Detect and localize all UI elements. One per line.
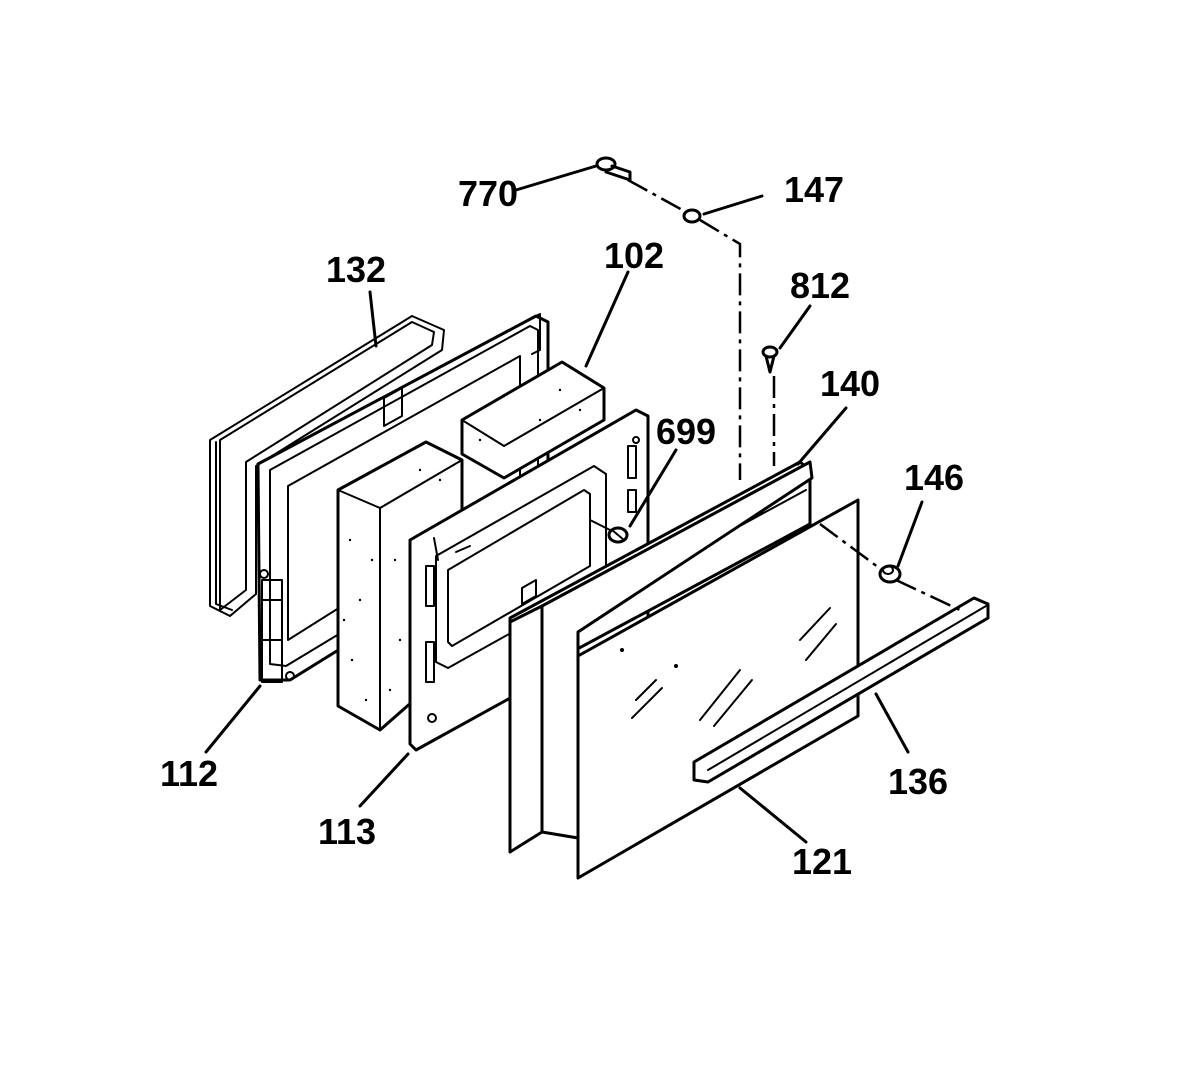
label-812: 812 xyxy=(790,265,850,306)
label-770: 770 xyxy=(458,173,518,214)
label-140: 140 xyxy=(820,363,880,404)
part-147-washer xyxy=(682,208,702,224)
label-132: 132 xyxy=(326,249,386,290)
label-699: 699 xyxy=(656,411,716,452)
part-812-screw xyxy=(761,345,779,374)
label-112: 112 xyxy=(160,753,218,794)
part-136-handle xyxy=(692,596,990,784)
label-121: 121 xyxy=(792,841,852,882)
label-113: 113 xyxy=(318,811,376,852)
label-146: 146 xyxy=(904,457,964,498)
part-121-outer-glass xyxy=(508,460,860,880)
assembly-lines xyxy=(627,178,961,612)
insulation-texture xyxy=(342,388,582,702)
part-770-screw xyxy=(595,156,632,182)
leader-lines xyxy=(204,164,924,844)
part-132-gasket xyxy=(209,315,445,617)
part-699-screw xyxy=(589,519,629,544)
part-labels: 770 147 132 102 812 699 140 146 112 113 … xyxy=(160,169,964,882)
label-136: 136 xyxy=(888,761,948,802)
part-146-end-cap xyxy=(878,564,902,584)
label-147: 147 xyxy=(784,169,844,210)
label-102: 102 xyxy=(604,235,664,276)
